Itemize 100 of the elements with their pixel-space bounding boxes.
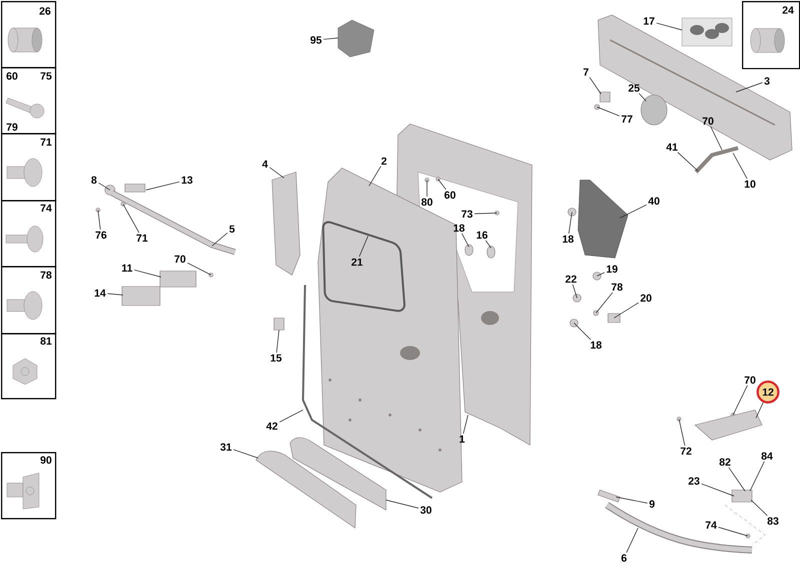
rail-part bbox=[598, 14, 792, 160]
part-thumbnail-box: 90 bbox=[1, 452, 56, 520]
fastener-part bbox=[208, 272, 214, 278]
leader-line bbox=[323, 38, 338, 40]
leader-line bbox=[678, 418, 686, 446]
leader-line bbox=[736, 82, 763, 92]
leader-line bbox=[438, 178, 446, 190]
fastener-part bbox=[570, 318, 578, 328]
leader-line bbox=[616, 496, 648, 504]
callout-number: 9 bbox=[649, 500, 655, 508]
callout-number: 83 bbox=[768, 517, 778, 525]
leader-line bbox=[474, 212, 498, 214]
callout-number: 77 bbox=[622, 115, 632, 123]
highlighted-callout-number: 12 bbox=[756, 380, 780, 404]
fastener-part bbox=[593, 310, 599, 316]
callout-number: 6 bbox=[621, 554, 627, 562]
door-seal bbox=[302, 284, 433, 499]
leader-line bbox=[574, 322, 591, 340]
fastener-part bbox=[676, 416, 682, 422]
leader-line bbox=[572, 284, 578, 298]
leader-line bbox=[146, 181, 180, 190]
callout-number: 40 bbox=[648, 197, 660, 205]
callout-number: 17 bbox=[644, 17, 654, 25]
leader-line bbox=[589, 76, 602, 94]
leader-line bbox=[701, 483, 734, 496]
leader-line bbox=[485, 240, 492, 248]
callout-number: 31 bbox=[220, 443, 232, 451]
bracket-part bbox=[122, 286, 160, 306]
callout-number: 22 bbox=[566, 275, 576, 283]
fastener-kit bbox=[338, 20, 374, 58]
parts-kit bbox=[682, 18, 732, 46]
callout-number: 19 bbox=[606, 265, 618, 273]
callout-number: 3 bbox=[764, 77, 770, 85]
fastener-part bbox=[640, 94, 668, 126]
fastener-part bbox=[104, 184, 116, 196]
callout-number: 23 bbox=[688, 477, 700, 485]
leader-line bbox=[750, 461, 765, 492]
part-thumbnail-box: 78 bbox=[1, 266, 56, 334]
leader-line bbox=[732, 152, 748, 179]
fastener-part bbox=[96, 208, 100, 212]
trim-panel bbox=[256, 450, 356, 528]
leader-line bbox=[614, 302, 639, 318]
leader-line bbox=[358, 236, 368, 257]
leader-line bbox=[596, 106, 620, 116]
leader-line bbox=[596, 292, 613, 314]
callout-number: 84 bbox=[762, 452, 773, 460]
leader-line bbox=[276, 330, 280, 353]
callout-number: 1 bbox=[460, 435, 465, 443]
leader-line bbox=[98, 210, 101, 230]
callout-number: 8 bbox=[91, 176, 97, 184]
callout-number: 10 bbox=[744, 180, 756, 188]
leader-line bbox=[386, 500, 419, 508]
leader-line bbox=[269, 167, 284, 178]
leader-line bbox=[626, 528, 638, 553]
leader-line bbox=[134, 270, 162, 278]
leader-line bbox=[462, 414, 468, 434]
arm-part bbox=[694, 146, 739, 174]
leader-line bbox=[620, 204, 647, 218]
part-thumbnail-box: 74 bbox=[1, 200, 56, 268]
leader-line bbox=[568, 212, 572, 234]
callout-number: 14 bbox=[94, 289, 106, 297]
callout-number: 2 bbox=[381, 157, 386, 165]
part-thumbnail-box: 71 bbox=[1, 133, 56, 202]
callout-number: 7 bbox=[584, 68, 588, 76]
rail-part bbox=[605, 502, 752, 554]
callout-number: 72 bbox=[680, 447, 692, 455]
callout-number: 18 bbox=[562, 235, 574, 243]
leader-line bbox=[756, 402, 764, 418]
leader-line bbox=[368, 166, 382, 186]
bracket-part bbox=[160, 270, 196, 288]
cover-part bbox=[598, 490, 620, 502]
leader-line bbox=[677, 152, 698, 172]
bracket-part bbox=[608, 313, 620, 323]
trim-panel bbox=[272, 172, 300, 276]
leader-line bbox=[638, 93, 646, 102]
leader-line bbox=[212, 232, 228, 246]
leader-line bbox=[426, 180, 428, 197]
callout-number: 82 bbox=[720, 458, 730, 466]
leader-line bbox=[279, 410, 304, 422]
fastener-part bbox=[594, 104, 600, 110]
part-thumbnail-box: 24 bbox=[742, 1, 800, 70]
rail-part bbox=[110, 190, 236, 255]
callout-number: 11 bbox=[122, 264, 132, 272]
leader-line bbox=[233, 449, 258, 458]
callout-number: 42 bbox=[266, 422, 278, 430]
fastener-part bbox=[592, 272, 602, 280]
callout-number: 78 bbox=[612, 283, 622, 291]
leader-line bbox=[728, 467, 746, 492]
callout-number: 70 bbox=[744, 376, 756, 384]
bracket-part bbox=[124, 184, 146, 192]
callout-number: 30 bbox=[420, 506, 432, 514]
callout-number: 41 bbox=[666, 143, 678, 151]
callout-number: 95 bbox=[310, 36, 322, 44]
bracket-part bbox=[600, 92, 610, 102]
part-thumbnail-box: 81 bbox=[1, 333, 56, 400]
callout-number: 4 bbox=[262, 160, 268, 168]
leader-line bbox=[750, 500, 768, 516]
part-thumbnail-box: 60 75 79 bbox=[1, 67, 56, 134]
fastener-part bbox=[572, 294, 582, 302]
callout-number: 13 bbox=[182, 176, 192, 184]
